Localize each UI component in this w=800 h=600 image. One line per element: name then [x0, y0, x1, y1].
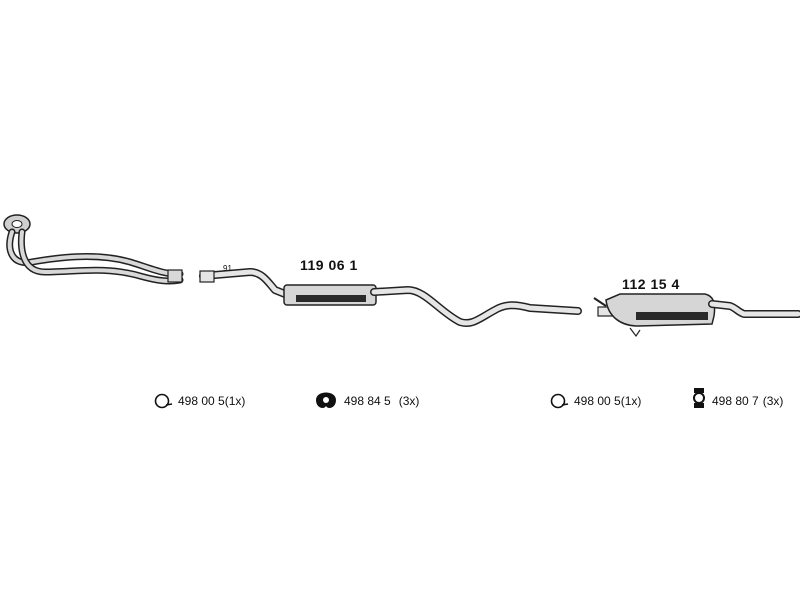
front-pipe-flange-hole	[11, 220, 23, 228]
rear-silencer-band	[636, 312, 708, 320]
front-pipe-tube-lower-fill	[19, 230, 182, 283]
rear-tailpipe-fill	[709, 301, 800, 317]
clamp-ring-icon	[154, 393, 173, 409]
legend-code: 498 80 7	[712, 394, 759, 408]
rubber-hanger-icon	[316, 392, 336, 408]
rear-silencer-bottom-edge	[629, 327, 641, 338]
rear-inlet-bracket	[593, 297, 607, 307]
center-outlet-pipe-fill	[371, 287, 581, 326]
center-inlet-pipe-fill	[200, 269, 293, 299]
legend-item-hanger-1: 498 84 5 (3x)	[344, 394, 419, 408]
legend-code: 498 84 5	[344, 394, 391, 408]
front-pipe-tube-upper-fill	[7, 230, 182, 277]
center-pipe-sub-label: 91	[223, 264, 232, 273]
center-inlet-end	[199, 270, 215, 283]
legend-code: 498 00 5	[574, 394, 621, 408]
rubber-mount-icon	[693, 388, 705, 408]
legend-item-mount-1: 498 80 7 (3x)	[712, 394, 783, 408]
legend-qty: (1x)	[620, 394, 642, 408]
legend-item-clamp-1: 498 00 5 (1x)	[178, 394, 245, 408]
legend-code: 498 00 5	[178, 394, 225, 408]
rear-silencer-part-number: 112 15 4	[622, 276, 680, 292]
center-silencer-part-number: 119 06 1	[300, 257, 358, 273]
clamp-ring-icon	[550, 393, 569, 409]
legend-item-clamp-2: 498 00 5 (1x)	[574, 394, 641, 408]
rear-silencer-body	[605, 293, 716, 327]
legend-qty: (1x)	[224, 394, 246, 408]
legend-qty: (3x)	[762, 394, 784, 408]
front-pipe-outlet	[167, 269, 183, 283]
center-silencer-assembly	[199, 268, 582, 327]
front-pipe	[3, 214, 184, 285]
legend-qty: (3x)	[398, 394, 420, 408]
center-silencer-band	[296, 295, 366, 302]
rear-silencer-assembly	[593, 293, 800, 338]
